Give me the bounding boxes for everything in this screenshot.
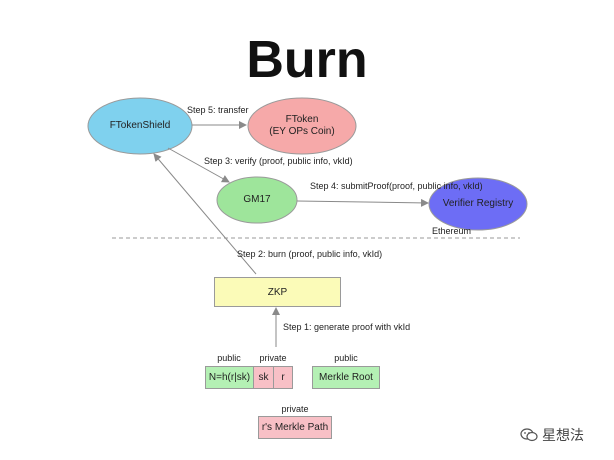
ftokenshield-node-shape	[87, 97, 193, 155]
ftoken-node: FToken (EY OPs Coin)	[248, 114, 356, 138]
gm17-node-shape	[216, 176, 298, 224]
wechat-icon	[520, 428, 538, 442]
zkp-box: ZKP	[214, 277, 341, 307]
r-box: r	[273, 366, 293, 389]
ftokenshield-node: FTokenShield	[109, 120, 171, 131]
public-caption-left: public	[217, 353, 241, 363]
verifier-registry-node-shape	[428, 177, 528, 231]
ethereum-label: Ethereum	[432, 226, 472, 236]
private-caption-bottom: private	[281, 404, 309, 414]
commitment-box: N=h(r|sk)	[205, 366, 254, 389]
merkle-root-box: Merkle Root	[312, 366, 380, 389]
page-title: Burn	[246, 31, 368, 89]
watermark-text: 星想法	[542, 427, 584, 443]
watermark: 星想法	[520, 425, 584, 445]
edge-step2-arrow	[153, 153, 257, 275]
ftoken-node-title: FToken	[285, 114, 319, 125]
verifier-registry-node: Verifier Registry	[442, 198, 514, 209]
private-caption-mid: private	[259, 353, 287, 363]
step4-label: Step 4: submitProof(proof, public info, …	[310, 181, 483, 191]
step1-label: Step 1: generate proof with vkId	[283, 322, 411, 332]
step3-label: Step 3: verify (proof, public info, vkId…	[204, 156, 353, 166]
edge-step3-arrow	[167, 147, 230, 183]
ftoken-node-shape	[247, 97, 357, 155]
public-caption-right: public	[334, 353, 358, 363]
step2-label: Step 2: burn (proof, public info, vkId)	[237, 249, 383, 259]
ftoken-node-subtitle: (EY OPs Coin)	[269, 126, 335, 137]
step5-label: Step 5: transfer	[187, 105, 249, 115]
edge-step4-arrow	[296, 198, 429, 207]
sk-box: sk	[253, 366, 274, 389]
merkle-path-box: r's Merkle Path	[258, 416, 332, 439]
gm17-node: GM17	[243, 194, 271, 205]
